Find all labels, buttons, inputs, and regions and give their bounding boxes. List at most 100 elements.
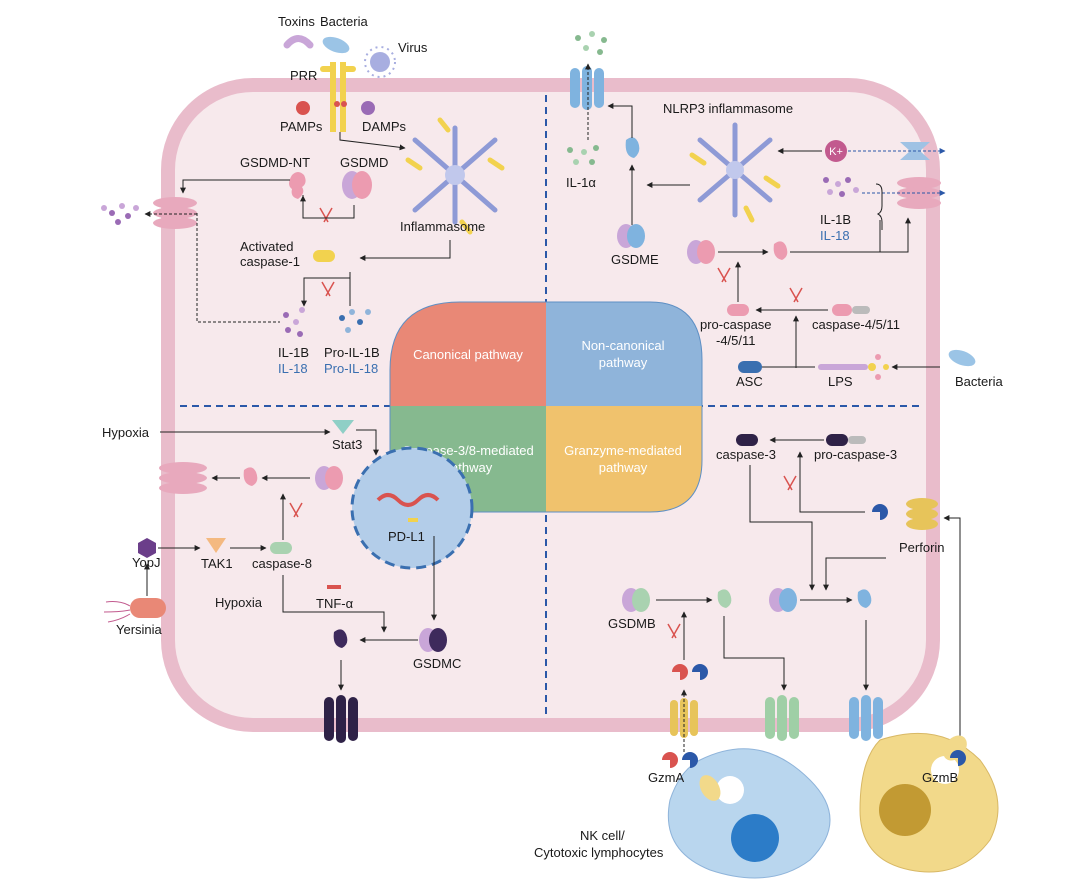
gsdmb-pore-icon [765, 695, 799, 741]
perforin-label: Perforin [899, 540, 945, 555]
non-canonical-label-2: pathway [599, 355, 648, 370]
asc-icon [738, 361, 762, 373]
released-il1b-right [823, 177, 859, 197]
bacteria-right-label: Bacteria [955, 374, 1003, 389]
tnfa-label: TNF-α [316, 596, 354, 611]
bacteria-top-label: Bacteria [320, 14, 368, 29]
damps-icon [361, 101, 375, 115]
hypoxia-left-label: Hypoxia [102, 425, 150, 440]
released-cytokines-left [101, 203, 139, 225]
gsdme-icon [617, 224, 645, 248]
pdl1-label: PD-L1 [388, 529, 425, 544]
nk-cell-label-2: Cytotoxic lymphocytes [534, 845, 664, 860]
gsdmd-nt-right-icon [773, 241, 788, 260]
gzmb-icon [950, 750, 966, 766]
scissors-icon [319, 207, 333, 223]
caspase-3-icon [736, 434, 758, 446]
gsdmd-label: GSDMD [340, 155, 388, 170]
gzma-inner-icon [672, 664, 688, 680]
nk-cell-label-1: NK cell/ [580, 828, 625, 843]
dna-icon [376, 493, 440, 507]
scissors-icon-2 [321, 281, 335, 297]
scissors-icon-5 [289, 502, 303, 518]
pro-il1b-il18-icon [339, 309, 371, 333]
perforin-lower-icon [670, 698, 698, 738]
yersinia-label: Yersinia [116, 622, 163, 637]
lps-icon [818, 354, 889, 380]
released-il1a [567, 145, 599, 165]
pro-caspase-label-1: pro-caspase [700, 317, 772, 332]
gsdmd-pore-right-icon [897, 177, 941, 209]
granzyme-gsdme-icon [769, 588, 797, 612]
pro-caspase-icon [727, 304, 749, 316]
asc-label: ASC [736, 374, 763, 389]
quadrant-granzyme [546, 406, 702, 512]
pro-caspase-label-2: -4/5/11 [716, 333, 756, 348]
kplus-icon [825, 140, 847, 162]
caspase-4511-label: caspase-4/5/11 [812, 317, 900, 332]
kplus-label: K+ [829, 146, 843, 158]
gsdmd-nt-icon [289, 172, 306, 199]
nlrp3-inflammasome-icon [689, 122, 781, 223]
gsdmc-icon [419, 628, 447, 652]
gsdmd-icon [342, 171, 372, 199]
damps-label: DAMPs [362, 119, 407, 134]
il1a-label: IL-1α [566, 175, 596, 190]
gsdmd-pore-lower-icon [159, 462, 207, 494]
scissors-icon-7 [667, 623, 681, 639]
tak1-label: TAK1 [201, 556, 233, 571]
granzyme-label-2: pathway [599, 460, 648, 475]
nucleus-icon [350, 446, 474, 570]
nlrp3-label: NLRP3 inflammasome [663, 101, 793, 116]
virus-icon [364, 46, 396, 78]
bacteria-right-icon [948, 349, 976, 367]
pro-caspase-3-label: pro-caspase-3 [814, 447, 897, 462]
stat3-label: Stat3 [332, 437, 362, 452]
prr-label: PRR [290, 68, 317, 83]
prr-receptor-icon [320, 62, 356, 132]
gsdme-pore-lower-icon [849, 695, 883, 741]
scissors-icon-6 [783, 475, 797, 491]
gsdme-nt-icon [625, 137, 640, 158]
pamps-icon [296, 101, 310, 115]
toxin-icon [283, 35, 314, 49]
gsdmb-nt-icon [717, 589, 732, 608]
caspase-4511-icon [832, 304, 870, 316]
gsdmd-lower-icon [315, 466, 343, 490]
scissors-icon-4 [789, 287, 803, 303]
gsdmb-label: GSDMB [608, 616, 656, 631]
canonical-label: Canonical pathway [413, 347, 523, 362]
gsdmd-nt-lower-icon [243, 467, 258, 486]
gsdmc-pore-icon [324, 695, 358, 743]
granzyme-label-1: Granzyme-mediated [564, 443, 682, 458]
yopj-icon [138, 538, 156, 558]
perforin-icon [906, 498, 938, 530]
il18-right-label: IL-18 [820, 228, 850, 243]
hypoxia-lower-label: Hypoxia [215, 595, 263, 610]
pro-il1b-label: Pro-IL-1B [324, 345, 380, 360]
caspase-8-icon [270, 542, 292, 554]
lps-label: LPS [828, 374, 853, 389]
tak1-icon [206, 538, 226, 553]
stat3-icon [332, 420, 354, 434]
il1b-il18-icon [283, 307, 305, 337]
non-canonical-label-1: Non-canonical [581, 338, 664, 353]
quadrant-canonical [390, 302, 546, 406]
gsdmc-label: GSDMC [413, 656, 461, 671]
pamps-label: PAMPs [280, 119, 323, 134]
caspase-1-icon [313, 250, 335, 262]
gsdmb-icon [622, 588, 650, 612]
yopj-label: YopJ [132, 555, 160, 570]
yersinia-icon [103, 598, 166, 623]
gsdmd-nt-label: GSDMD-NT [240, 155, 310, 170]
caspase-8-label: caspase-8 [252, 556, 312, 571]
caspase-3-label: caspase-3 [716, 447, 776, 462]
scissors-icon-3 [717, 267, 731, 283]
activated-label-1: Activated [240, 239, 293, 254]
gsdme-nt-lower-icon [857, 589, 872, 608]
inflammasome-label: Inflammasome [400, 219, 485, 234]
activated-label-2: caspase-1 [240, 254, 300, 269]
quadrant-non-canonical [546, 302, 702, 406]
il1b-right-label: IL-1B [820, 212, 851, 227]
